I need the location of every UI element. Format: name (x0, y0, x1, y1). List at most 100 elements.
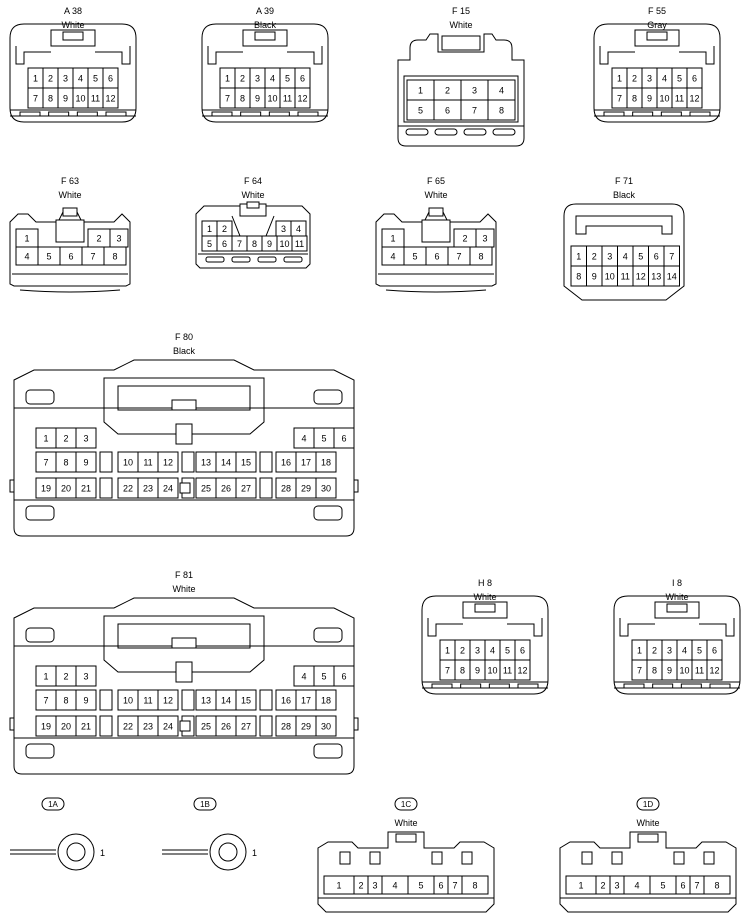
connector-id: H 8 (478, 578, 492, 588)
top-slot (461, 851, 473, 865)
housing (317, 831, 495, 913)
pin-label: 6 (654, 252, 659, 262)
pin-cell (75, 427, 97, 449)
side-rib-left (207, 46, 243, 65)
pin-label: 19 (41, 484, 51, 494)
spacer-slot (99, 451, 113, 473)
pin-label: 2 (48, 74, 53, 84)
connector-color: Black (173, 346, 196, 356)
pin-label: 23 (143, 484, 153, 494)
pin-label: 3 (472, 86, 477, 96)
pin-cell (75, 451, 97, 473)
latch-slot (623, 683, 645, 689)
pin-label: 5 (677, 74, 682, 84)
latch-slot (460, 683, 482, 689)
latch-slot (463, 128, 487, 136)
pin-label: 1 (418, 86, 423, 96)
latch-slot (517, 683, 539, 689)
connector-color: White (665, 592, 688, 602)
pin-label: 7 (90, 252, 95, 262)
housing (593, 23, 721, 123)
pin-label: 11 (143, 458, 152, 468)
housing (13, 359, 355, 537)
pin-label: 1 (445, 646, 450, 656)
latch-slot (603, 111, 625, 117)
spacer-slot (259, 477, 273, 499)
pin-label: 6 (520, 646, 525, 656)
pin-label: 2 (445, 86, 450, 96)
pin-cell (514, 659, 531, 681)
spacer-slot (259, 715, 273, 737)
pin-cell (157, 477, 179, 499)
pin-label: 26 (221, 484, 231, 494)
pin-label: 4 (24, 252, 29, 262)
pin-label: 8 (472, 881, 477, 891)
pin-label: 5 (207, 239, 212, 249)
pin-label: 4 (623, 252, 628, 262)
pin-label: 1 (390, 234, 395, 244)
pin-label: 7 (617, 94, 622, 104)
connector-color: White (58, 190, 81, 200)
latch-slot (231, 256, 251, 263)
connector-id: I 8 (672, 578, 682, 588)
housing (9, 23, 137, 123)
pin-label: 10 (487, 666, 497, 676)
pin-label: 27 (241, 484, 251, 494)
connector-id: 1C (401, 800, 411, 809)
pin-label: 13 (201, 458, 211, 468)
latch-slot (48, 111, 70, 117)
pin-label: 25 (201, 484, 211, 494)
housing (9, 209, 131, 287)
pin-label: 26 (221, 722, 231, 732)
pin-label: 8 (63, 696, 68, 706)
pin-label: 16 (281, 458, 291, 468)
pin-label: 5 (93, 74, 98, 84)
pin-label: 4 (392, 881, 397, 891)
ring-hole (218, 842, 238, 862)
pin-cell (706, 659, 723, 681)
pin-label: 4 (270, 74, 275, 84)
pin-label: 11 (621, 272, 630, 282)
pin-label: 8 (63, 458, 68, 468)
corner-latch-tr (313, 627, 343, 643)
pin-label: 3 (475, 646, 480, 656)
center-key (175, 661, 193, 683)
ring-hole (66, 842, 86, 862)
lock-tab (474, 603, 496, 613)
pin-label: 5 (660, 881, 665, 891)
side-rib-right (507, 618, 543, 637)
top-slot (703, 851, 715, 865)
side-clip-left (9, 717, 15, 731)
connector-id: 1A (48, 800, 58, 809)
pin-label: 12 (689, 94, 699, 104)
pin-label: 15 (241, 458, 251, 468)
pin-label: 1 (43, 672, 48, 682)
corner-latch-br (313, 505, 343, 521)
side-rib-right (95, 46, 131, 65)
lock-tab (62, 31, 84, 41)
connector-id: F 63 (61, 176, 79, 186)
pin-label: 1 (43, 434, 48, 444)
pin-cell (291, 235, 308, 252)
pin-label: 8 (460, 666, 465, 676)
connector-id: 1B (200, 800, 210, 809)
pin-label: 7 (445, 666, 450, 676)
pin-label: 19 (41, 722, 51, 732)
pin-label: 27 (241, 722, 251, 732)
pin-label: 1 (100, 848, 105, 858)
pin-label: 7 (456, 252, 461, 262)
connector-id: F 65 (427, 176, 445, 186)
side-rib-left (15, 46, 51, 65)
pin-label: 6 (438, 881, 443, 891)
lock-tab (646, 31, 668, 41)
lock-tab (246, 201, 260, 209)
pin-label: 3 (372, 881, 377, 891)
pin-label: 9 (667, 666, 672, 676)
pin-label: 10 (123, 696, 133, 706)
